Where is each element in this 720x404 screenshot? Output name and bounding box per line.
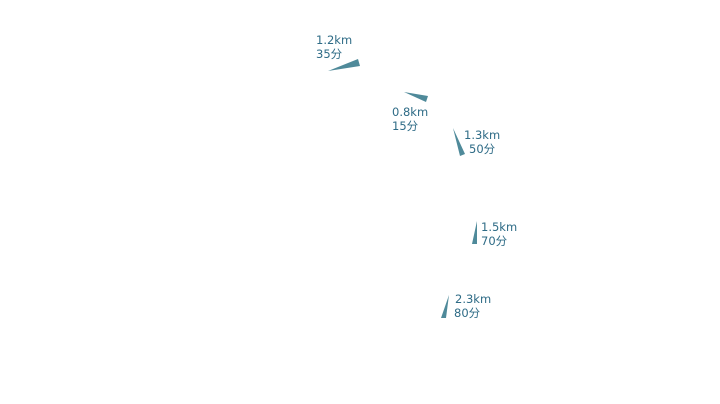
segment-label: 2.3km 80分 <box>454 292 492 320</box>
segment-label: 1.2km 35分 <box>316 33 352 61</box>
route-segment-marker <box>328 59 360 71</box>
segment-label: 1.3km 50分 <box>464 128 500 156</box>
segment-time: 80分 <box>454 306 481 320</box>
route-segment-marker <box>441 295 449 318</box>
segment-label: 1.5km 70分 <box>481 220 517 248</box>
segment-time: 15分 <box>392 119 419 133</box>
segment-time: 70分 <box>481 234 508 248</box>
segment-time: 50分 <box>469 142 496 156</box>
route-segment-marker <box>472 221 477 244</box>
segment-distance: 1.2km <box>316 33 353 47</box>
segment-distance: 2.3km <box>455 292 492 306</box>
segment-distance: 1.5km <box>481 220 518 234</box>
segment-label: 0.8km 15分 <box>392 105 428 133</box>
segment-distance: 1.3km <box>464 128 501 142</box>
route-segment-marker <box>404 92 428 102</box>
segment-time: 35分 <box>316 47 343 61</box>
route-segment-marker <box>453 128 465 156</box>
segment-distance: 0.8km <box>392 105 429 119</box>
